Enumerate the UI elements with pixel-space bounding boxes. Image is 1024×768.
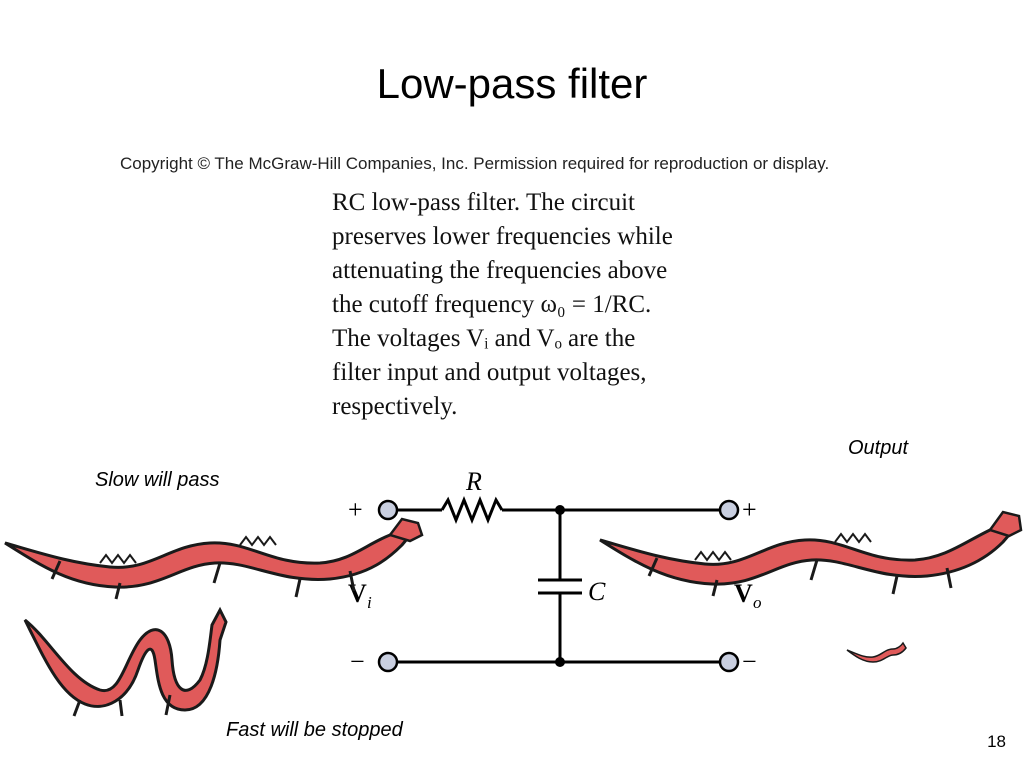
capacitor-label: C — [588, 577, 606, 606]
output-voltage-label: V — [734, 579, 753, 608]
figure-caption: RC low-pass filter. The circuit preserve… — [332, 186, 782, 424]
output-annotation: Output — [848, 437, 909, 459]
output-plus-sign: + — [742, 495, 757, 524]
dragon-image-slow — [4, 517, 424, 600]
junction-dot-top — [555, 505, 565, 515]
caption-line: RC low-pass filter. The circuit — [332, 189, 635, 216]
slow-annotation: Slow will pass — [95, 469, 220, 491]
input-terminal-minus — [377, 651, 399, 673]
output-voltage-subscript: o — [753, 593, 762, 612]
input-terminal-plus — [377, 499, 399, 521]
copyright-notice: Copyright © The McGraw-Hill Companies, I… — [120, 154, 830, 173]
caption-line: the cutoff frequency ω₀ = 1/RC. — [332, 291, 652, 318]
input-voltage-subscript: i — [367, 593, 372, 612]
page-number: 18 — [987, 732, 1006, 751]
input-minus-sign: − — [350, 647, 365, 676]
output-minus-sign: − — [742, 647, 757, 676]
caption-line: attenuating the frequencies above — [332, 257, 668, 284]
slide-title: Low-pass filter — [376, 60, 648, 107]
dragon-image-small-wave — [23, 606, 228, 717]
output-terminal-plus — [718, 499, 740, 521]
caption-line: preserves lower frequencies while — [332, 223, 673, 250]
output-terminal-minus — [718, 651, 740, 673]
rc-circuit-diagram: + − + − R C V i V o — [348, 467, 762, 676]
caption-line: The voltages Vᵢ and Vₒ are the — [332, 325, 636, 352]
input-plus-sign: + — [348, 495, 363, 524]
junction-dot-bottom — [555, 657, 565, 667]
resistor-label: R — [465, 467, 482, 496]
caption-line: filter input and output voltages, — [332, 359, 647, 386]
fast-annotation: Fast will be stopped — [226, 719, 403, 741]
resistor-symbol — [440, 495, 504, 525]
dragon-image-tiny — [846, 641, 907, 663]
caption-line: respectively. — [332, 393, 458, 420]
dragon-image-output — [599, 510, 1023, 597]
